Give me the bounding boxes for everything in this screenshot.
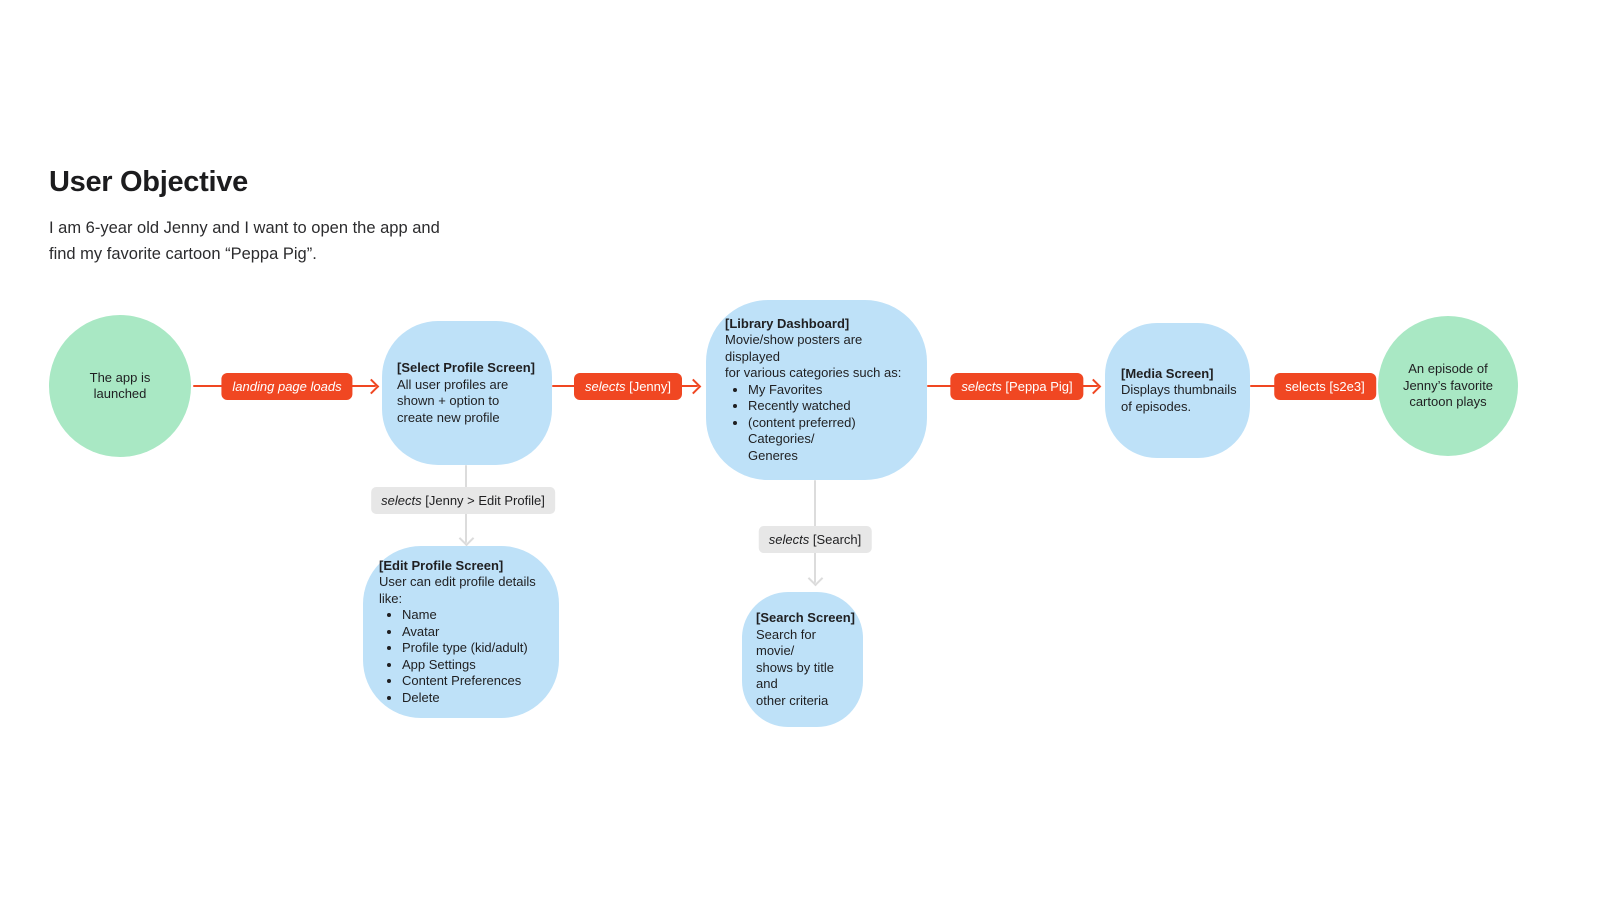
- arrowhead-right-icon: [1085, 378, 1102, 395]
- page-title: User Objective: [49, 166, 248, 198]
- bullet-item: Content Preferences: [402, 673, 551, 690]
- bullet-item: Recently watched: [748, 398, 915, 415]
- edge-label-object: [Search]: [809, 532, 862, 547]
- node-episode-plays-label: An episode of Jenny’s favorite cartoon p…: [1402, 361, 1494, 410]
- arrowhead-down-icon: [807, 570, 824, 587]
- node-media-title: [Media Screen]: [1121, 365, 1214, 381]
- edge-label-selects-peppa-pig[interactable]: selects [Peppa Pig]: [950, 373, 1084, 400]
- bullet-item: (content preferred) Categories/ Generes: [748, 415, 915, 465]
- node-episode-plays[interactable]: An episode of Jenny’s favorite cartoon p…: [1378, 316, 1518, 456]
- node-search-title: [Search Screen]: [756, 610, 855, 625]
- node-app-launched-label: The app is launched: [89, 369, 151, 402]
- node-library-dashboard[interactable]: [Library Dashboard] Movie/show posters a…: [706, 300, 927, 480]
- bullet-item: Profile type (kid/adult): [402, 640, 551, 657]
- node-edit-profile-bullet-list: Name Avatar Profile type (kid/adult) App…: [379, 607, 551, 706]
- edge-label-verb: selects: [585, 379, 626, 394]
- edge-label-object: [Jenny > Edit Profile]: [421, 493, 545, 508]
- bullet-item: Delete: [402, 690, 551, 707]
- node-search-screen[interactable]: [Search Screen] Search for movie/ shows …: [742, 592, 863, 727]
- edge-label-verb: selects: [961, 379, 1002, 394]
- node-select-profile-title: [Select Profile Screen]: [397, 360, 535, 375]
- arrowhead-right-icon: [685, 378, 702, 395]
- node-app-launched[interactable]: The app is launched: [49, 315, 191, 457]
- node-edit-profile-title: [Edit Profile Screen]: [379, 557, 504, 573]
- bullet-item: Avatar: [402, 624, 551, 641]
- node-library-title: [Library Dashboard]: [725, 315, 850, 331]
- node-media-screen[interactable]: [Media Screen] Displays thumbnails of ep…: [1105, 323, 1250, 458]
- edge-label-text: landing page loads: [232, 379, 342, 394]
- bullet-item: Name: [402, 607, 551, 624]
- node-select-profile-body: All user profiles are shown + option to …: [397, 376, 509, 425]
- page-subtitle: I am 6-year old Jenny and I want to open…: [49, 219, 440, 263]
- edge-label-selects-search[interactable]: selects [Search]: [758, 526, 872, 553]
- edge-label-verb: selects: [381, 493, 422, 508]
- arrowhead-right-icon: [363, 378, 380, 395]
- bullet-item: My Favorites: [748, 382, 915, 399]
- edge-label-object: [Jenny]: [625, 379, 671, 394]
- node-select-profile-screen[interactable]: [Select Profile Screen] All user profile…: [382, 321, 552, 465]
- node-media-body: Displays thumbnails of episodes.: [1121, 382, 1237, 414]
- node-library-body: Movie/show posters are displayed for var…: [725, 332, 902, 381]
- edge-label-selects-s2e3[interactable]: selects [s2e3]: [1274, 373, 1376, 400]
- edge-label-selects-edit-profile[interactable]: selects [Jenny > Edit Profile]: [371, 487, 555, 514]
- edge-label-selects-jenny[interactable]: selects [Jenny]: [574, 373, 682, 400]
- node-library-bullet-list: My Favorites Recently watched (content p…: [725, 382, 915, 465]
- edge-label-verb: selects: [768, 532, 810, 547]
- node-edit-profile-screen[interactable]: [Edit Profile Screen] User can edit prof…: [363, 546, 559, 718]
- edge-label-text: selects [s2e3]: [1285, 379, 1365, 394]
- edge-label-landing-page-loads[interactable]: landing page loads: [221, 373, 353, 400]
- edge-label-object: [Peppa Pig]: [1001, 379, 1073, 394]
- arrowhead-down-icon: [458, 530, 475, 547]
- bullet-item: App Settings: [402, 657, 551, 674]
- node-edit-profile-body: User can edit profile details like:: [379, 574, 536, 606]
- node-search-body: Search for movie/ shows by title and oth…: [756, 626, 835, 708]
